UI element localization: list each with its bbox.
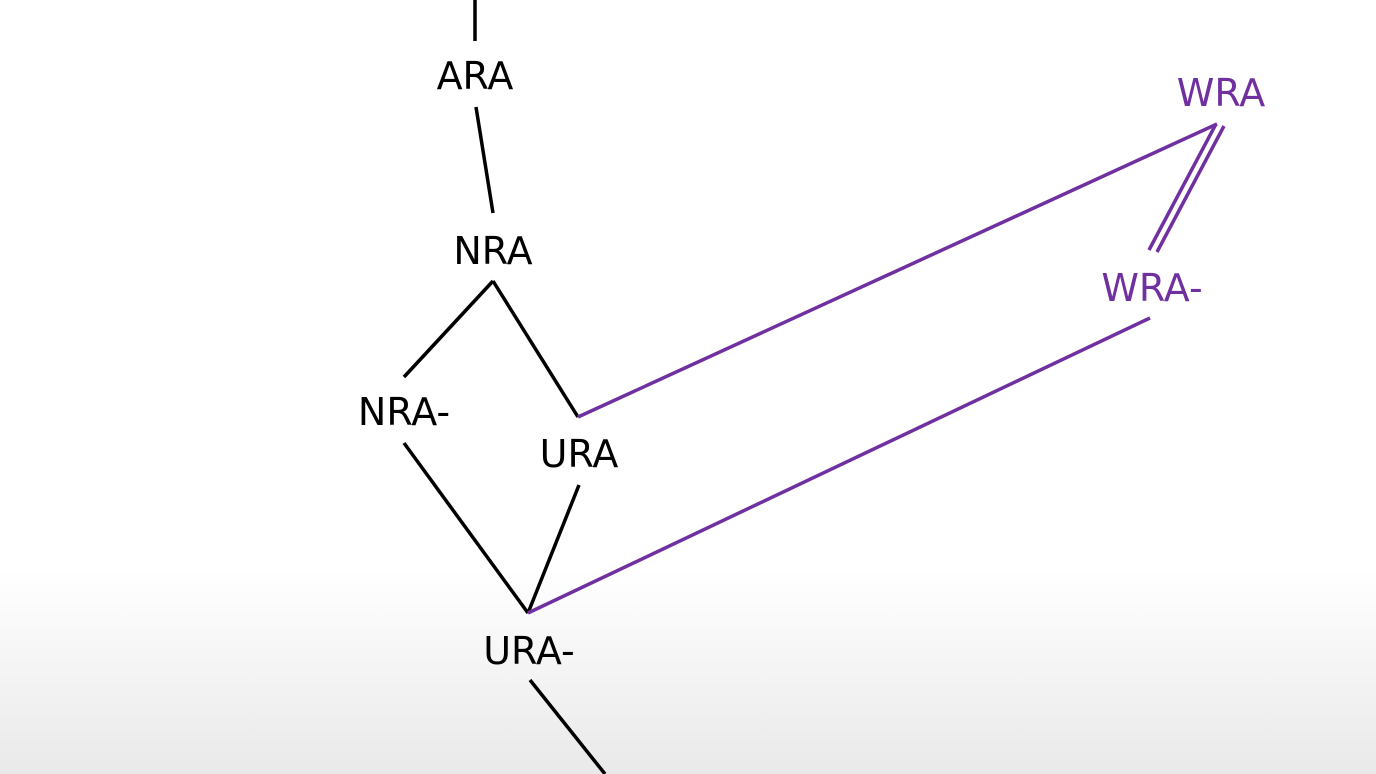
edge-ara-nra [474,106,495,214]
edge-wra-wra-minus-a [1147,123,1218,251]
edge-nra-ura [491,280,580,418]
purple-edges [527,122,1226,615]
node-ura: URA [540,432,619,476]
edge-ura-wra [577,122,1218,419]
node-wra: WRA [1177,71,1265,115]
edge-nra-minus-ura-minus [402,441,530,615]
node-nra-minus: NRA- [358,390,450,434]
edge-wra-wra-minus-b [1155,125,1226,253]
node-ura-minus: URA- [483,629,575,673]
node-ara: ARA [437,54,514,98]
node-nra: NRA [453,229,532,273]
edge-ura-ura-minus [526,484,581,614]
node-wra-minus: WRA- [1101,266,1202,310]
edge-ura-minus-bottom [528,678,607,774]
edge-nra-nra-minus [402,279,495,379]
edge-wra-minus-ura-minus [527,316,1151,615]
black-edges [402,0,607,774]
